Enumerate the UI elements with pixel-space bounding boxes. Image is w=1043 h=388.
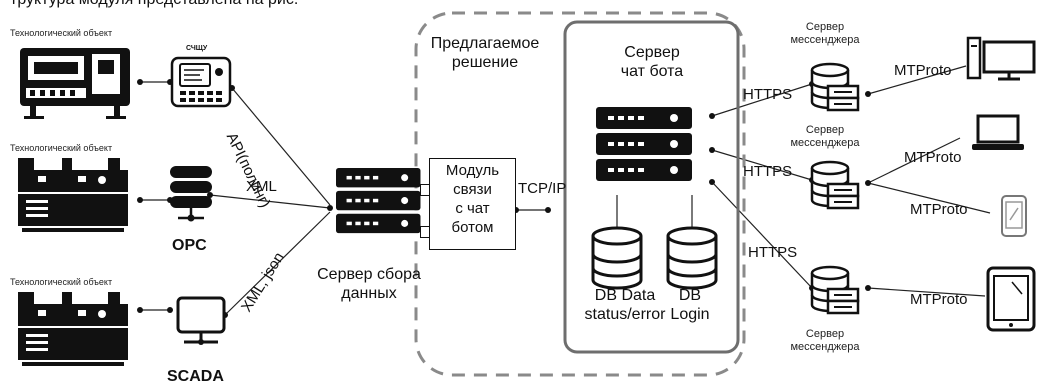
link-mtproto-4-label: MTProto	[910, 291, 968, 308]
db-data-icon	[591, 226, 643, 290]
chat-module-box: Модуль связи с чат ботом	[429, 158, 516, 250]
chatbot-server-label: Сервер чат бота	[620, 44, 684, 80]
link-https-3-label: HTTPS	[748, 244, 798, 261]
proposed-solution-label: Предлагаемое решение	[430, 35, 540, 71]
tablet-icon	[986, 266, 1036, 332]
object-label-1: Технологический объект	[10, 28, 113, 38]
messenger-server-label-3: Сервер мессенджера	[790, 328, 860, 353]
link-https-1-label: HTTPS	[743, 86, 793, 103]
machine-icon-3	[18, 292, 128, 366]
chatbot-server-icon	[596, 107, 692, 181]
messenger-server-label-1: Сервер мессенджера	[790, 21, 860, 46]
scada-label: SCADA	[167, 368, 224, 385]
db-login-icon	[666, 226, 718, 290]
opc-server-icon	[170, 166, 212, 222]
chat-module-label: Модуль связи с чат ботом	[445, 162, 500, 236]
link-https-2-label: HTTPS	[743, 163, 793, 180]
messenger-server-icon-3	[810, 265, 860, 315]
control-panel-icon	[170, 56, 232, 108]
messenger-server-label-2: Сервер мессенджера	[790, 124, 860, 149]
messenger-server-icon-2	[810, 160, 860, 210]
link-mtproto-1-label: MTProto	[894, 62, 952, 79]
link-mtproto-2-label: MTProto	[904, 149, 962, 166]
scada-monitor-icon	[176, 296, 226, 345]
db-login-label: DB Login	[670, 287, 710, 323]
db-data-label: DB Data status/error	[584, 287, 666, 323]
object-label-2: Технологический объект	[10, 143, 113, 153]
collector-label: Сервер сбора данных	[317, 266, 421, 302]
machine-icon-1	[20, 48, 130, 119]
opc-label: OPC	[172, 237, 207, 254]
chatbot-server-box	[563, 20, 740, 354]
top-caption: труктура модуля представлена на рис.	[10, 0, 298, 9]
laptop-icon	[972, 114, 1024, 150]
desktop-computer-icon	[966, 36, 1036, 81]
connection-lines	[140, 65, 991, 316]
object-label-3: Технологический объект	[10, 277, 113, 287]
messenger-server-icon-1	[810, 62, 860, 112]
link-xml-label: XML	[246, 178, 277, 195]
collector-server-icon	[336, 168, 421, 234]
machine-icon-2	[18, 158, 128, 232]
link-tcpip-label: TCP/IP	[518, 180, 567, 197]
phone-icon	[1001, 195, 1027, 237]
scshu-label: СЧЩУ	[186, 45, 208, 52]
link-mtproto-3-label: MTProto	[910, 201, 968, 218]
